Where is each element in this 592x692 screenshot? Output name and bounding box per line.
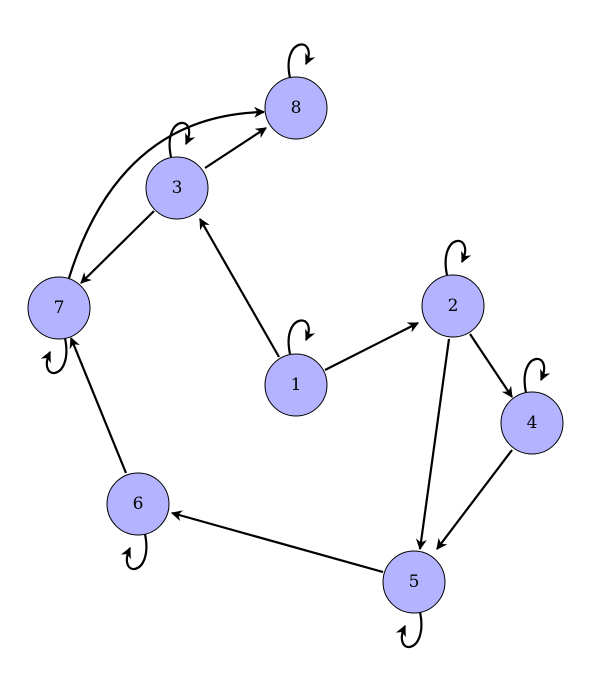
edge-2-4 (469, 333, 513, 398)
node-label-6: 6 (133, 494, 144, 514)
edges (67, 106, 513, 574)
edge-4-5 (436, 449, 513, 550)
node-7: 7 (27, 276, 91, 340)
edge-1-3 (199, 218, 280, 358)
node-5: 5 (382, 550, 446, 614)
node-6: 6 (106, 472, 170, 536)
edge-6-7 (69, 336, 128, 474)
node-label-5: 5 (409, 572, 420, 592)
edge-2-5 (415, 338, 451, 551)
self-loop-7 (40, 337, 68, 375)
edge-3-8 (204, 127, 267, 169)
node-label-8: 8 (291, 98, 302, 118)
self-loop-8 (287, 43, 316, 79)
self-loop-4 (523, 357, 551, 394)
edge-5-6 (170, 510, 384, 574)
node-label-2: 2 (448, 296, 459, 316)
node-3: 3 (145, 156, 209, 220)
node-label-4: 4 (527, 413, 538, 433)
node-4: 4 (500, 391, 564, 455)
edge-7-8 (67, 106, 266, 279)
node-label-3: 3 (172, 178, 183, 198)
edge-1-2 (324, 322, 419, 371)
node-8: 8 (264, 76, 328, 140)
node-label-7: 7 (54, 298, 65, 318)
node-label-1: 1 (291, 375, 302, 395)
self-loop-6 (120, 533, 148, 571)
node-2: 2 (421, 274, 485, 338)
self-loop-1 (287, 319, 316, 355)
self-loop-3 (168, 121, 196, 158)
self-loop-5 (395, 611, 423, 649)
self-loops (40, 43, 551, 649)
node-1: 1 (264, 353, 328, 417)
self-loop-2 (444, 239, 472, 276)
edge-3-7 (80, 210, 155, 284)
